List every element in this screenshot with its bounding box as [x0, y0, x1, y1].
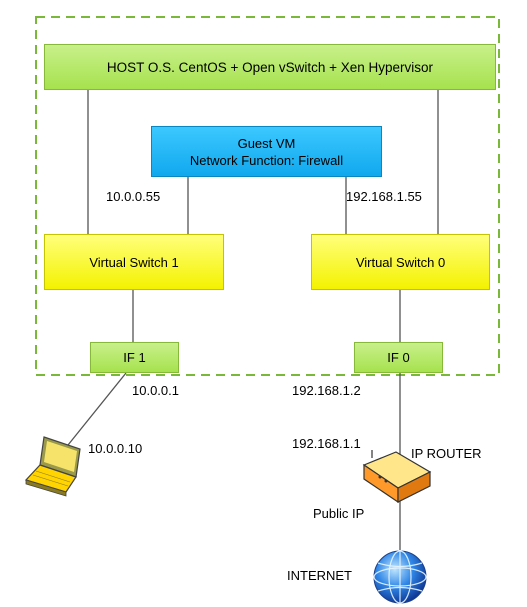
public-ip-label: Public IP — [313, 506, 365, 521]
laptop-icon — [24, 436, 81, 497]
virtual-switch-0: Virtual Switch 0 — [311, 234, 490, 290]
router-ip: 192.168.1.1 — [292, 436, 361, 451]
internet-label: INTERNET — [287, 568, 352, 583]
wire-if1-laptop — [63, 372, 127, 451]
host-os-box: HOST O.S. CentOS + Open vSwitch + Xen Hy… — [44, 44, 496, 90]
router-icon — [362, 450, 432, 504]
laptop-ip: 10.0.0.10 — [88, 441, 143, 456]
guest-vm-box: Guest VM Network Function: Firewall — [151, 126, 382, 177]
host-boundary — [35, 16, 500, 376]
if1-ip: 10.0.0.1 — [132, 383, 179, 398]
guest-vm-function: Network Function: Firewall — [189, 152, 344, 168]
if0-ip: 192.168.1.2 — [292, 383, 361, 398]
host-os-label: HOST O.S. CentOS + Open vSwitch + Xen Hy… — [106, 59, 434, 75]
vm-left-ip: 10.0.0.55 — [106, 189, 161, 204]
guest-vm-title: Guest VM — [237, 135, 296, 151]
virtual-switch-0-label: Virtual Switch 0 — [355, 254, 446, 270]
virtual-switch-1-label: Virtual Switch 1 — [89, 254, 179, 270]
globe-icon — [373, 550, 427, 604]
interface-if0: IF 0 — [354, 342, 443, 373]
interface-if0-label: IF 0 — [387, 350, 410, 365]
interface-if1-label: IF 1 — [123, 350, 146, 365]
virtual-switch-1: Virtual Switch 1 — [44, 234, 224, 290]
vm-right-ip: 192.168.1.55 — [346, 189, 422, 204]
interface-if1: IF 1 — [90, 342, 179, 373]
router-label: IP ROUTER — [411, 446, 482, 461]
